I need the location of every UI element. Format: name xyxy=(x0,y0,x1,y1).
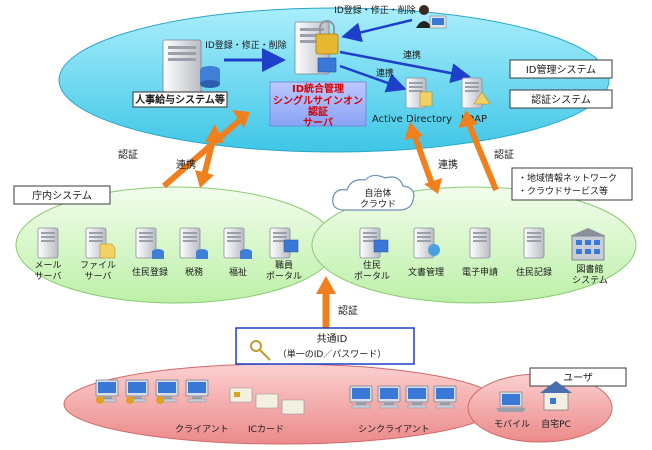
library-line2: システム xyxy=(572,275,608,286)
home-pc-icon xyxy=(540,381,572,411)
auth-arrow-right xyxy=(458,110,499,192)
staff-portal-line2: ポータル xyxy=(266,271,302,282)
id-management-box xyxy=(509,59,613,79)
e-application-server-icon xyxy=(469,227,491,259)
tax-server-icon xyxy=(179,227,208,259)
key-icon xyxy=(250,340,271,361)
active-directory-label: Active Directory xyxy=(372,114,452,125)
resident-portal-line1: 住民 xyxy=(363,259,381,271)
administrator-icon xyxy=(416,5,447,29)
auth-system-box xyxy=(509,89,613,109)
mobile-laptop-icon xyxy=(496,391,526,412)
municipal-cloud-icon xyxy=(332,174,415,211)
active-directory-icon xyxy=(405,77,433,109)
admin-to-auth-arrow xyxy=(341,18,413,43)
link-label-right: 連携 xyxy=(438,158,458,171)
tax-label: 税務 xyxy=(185,266,203,278)
common-id-label: 共通ID xyxy=(317,333,348,345)
auth-system-label: 認証システム xyxy=(531,93,591,106)
client-pc-icon xyxy=(95,379,209,404)
welfare-server-icon xyxy=(223,227,252,259)
mail-server-line1: メール xyxy=(34,261,61,271)
auth-label-bottom: 認証 xyxy=(338,304,358,317)
file-server-icon xyxy=(85,227,116,259)
regional-line1: ・地域情報ネットワーク xyxy=(518,172,617,184)
regional-network-box xyxy=(511,167,633,201)
auth-server-icon xyxy=(294,20,339,75)
resident-records-server-icon xyxy=(523,227,545,259)
library-building-icon xyxy=(570,228,606,261)
common-id-box xyxy=(235,327,415,365)
id-admin-left-label: ID登録・修正・削除 xyxy=(205,39,287,51)
cloud-line1: 自治体 xyxy=(364,187,391,199)
users-label: ユーザ xyxy=(563,372,593,384)
hr-system-label: 人事給与システム等 xyxy=(135,93,225,106)
id-admin-top-label: ID登録・修正・削除 xyxy=(334,4,416,16)
auth-server-line1: ID統合管理 xyxy=(292,82,344,95)
link-label-1: 連携 xyxy=(403,49,421,61)
staff-portal-server-icon xyxy=(269,227,299,259)
auth-to-ad-arrow xyxy=(339,64,407,93)
hr-system-box xyxy=(132,91,228,108)
file-server-line1: ファイル xyxy=(80,261,116,271)
link-label-2: 連携 xyxy=(376,67,394,79)
resident-registration-label: 住民登録 xyxy=(132,266,168,278)
resident-portal-server-icon xyxy=(359,227,389,259)
agency-system-label: 庁内システム xyxy=(32,189,92,202)
link-label-left: 連携 xyxy=(176,158,196,171)
mail-server-line2: サーバ xyxy=(35,271,62,282)
mobile-label: モバイル xyxy=(494,419,530,430)
link-arrow-left xyxy=(195,124,224,188)
ic-card-icon xyxy=(229,387,305,415)
e-application-label: 電子申請 xyxy=(462,266,498,278)
welfare-label: 福祉 xyxy=(229,266,247,278)
document-management-server-icon xyxy=(413,227,440,259)
auth-arrow-bottom xyxy=(316,276,336,328)
auth-server-band xyxy=(269,81,367,127)
hr-server-icon xyxy=(162,39,220,93)
common-id-sub-label: （単一のID／パスワード） xyxy=(278,348,387,360)
users-box xyxy=(529,367,627,387)
ic-card-label: ICカード xyxy=(248,424,284,435)
auth-server-line4: サーバ xyxy=(303,117,333,129)
staff-portal-line1: 職員 xyxy=(275,260,293,271)
auth-label-left: 認証 xyxy=(118,148,138,161)
mail-server-icon xyxy=(37,227,59,259)
client-label: クライアント xyxy=(175,424,229,435)
resident-portal-line2: ポータル xyxy=(354,271,390,282)
library-line1: 図書館 xyxy=(576,263,603,275)
auth-to-ldap-arrow xyxy=(339,50,471,84)
auth-label-right: 認証 xyxy=(494,148,514,161)
home-pc-label: 自宅PC xyxy=(541,418,571,430)
document-management-label: 文書管理 xyxy=(408,266,444,278)
thin-client-label: シンクライアント xyxy=(358,424,430,435)
auth-server-line2: シングルサインオン xyxy=(273,94,363,107)
link-arrow-right xyxy=(404,122,442,194)
regional-line2: ・クラウドサービス等 xyxy=(518,185,608,197)
resident-registration-server-icon xyxy=(135,227,164,259)
ldap-server-icon xyxy=(461,77,491,109)
id-management-label: ID管理システム xyxy=(526,63,596,76)
resident-records-label: 住民記録 xyxy=(516,266,552,278)
cloud-line2: クラウド xyxy=(360,199,396,210)
agency-system-box xyxy=(13,185,111,205)
auth-server-line3: 認証 xyxy=(308,105,328,118)
auth-arrow-left xyxy=(162,110,250,189)
file-server-line2: サーバ xyxy=(85,271,112,282)
